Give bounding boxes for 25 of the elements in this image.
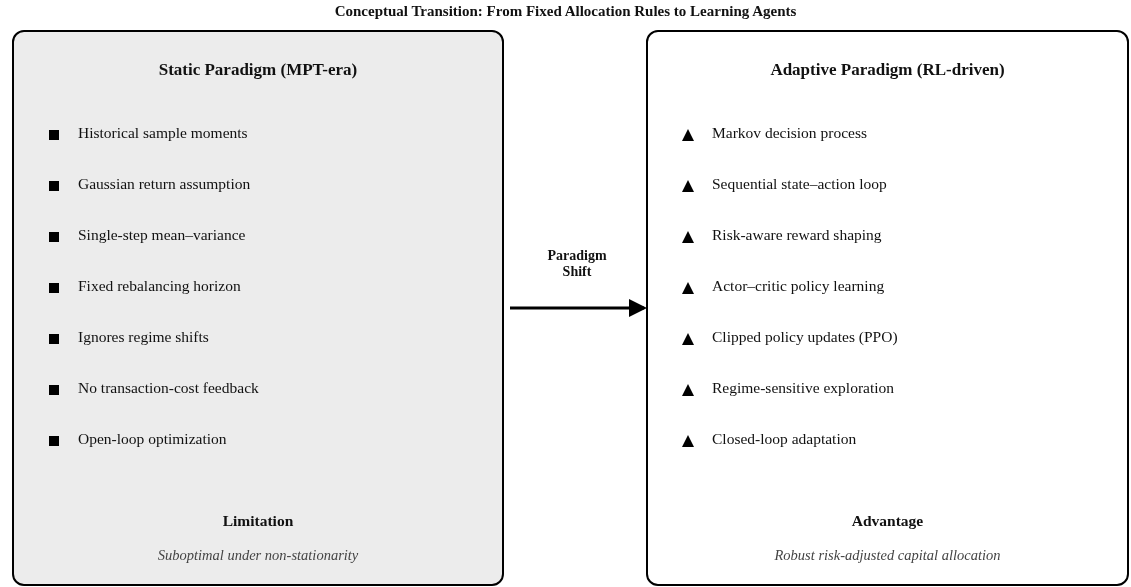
list-item: Fixed rebalancing horizon bbox=[78, 277, 241, 295]
panel-box bbox=[646, 30, 1129, 586]
list-item: Single-step mean–variance bbox=[78, 226, 246, 244]
list-item: Historical sample moments bbox=[78, 124, 248, 142]
list-item: Ignores regime shifts bbox=[78, 328, 209, 346]
list-item: Closed-loop adaptation bbox=[712, 430, 857, 448]
list-item: Risk-aware reward shaping bbox=[712, 226, 882, 244]
footer-heading: Limitation bbox=[221, 512, 295, 530]
list-item: Regime-sensitive exploration bbox=[712, 379, 895, 397]
list-item: Sequential state–action loop bbox=[712, 175, 887, 193]
list-item: Clipped policy updates (PPO) bbox=[712, 328, 898, 346]
list-item: Actor–critic policy learning bbox=[712, 277, 885, 295]
footer-heading: Advantage bbox=[850, 512, 925, 530]
panel-heading: Static Paradigm (MPT-era) bbox=[157, 60, 359, 80]
footer-note: Robust risk-adjusted capital allocation bbox=[773, 547, 1002, 564]
list-item: Gaussian return assumption bbox=[78, 175, 251, 193]
list-item: No transaction-cost feedback bbox=[78, 379, 259, 397]
list-item: Open-loop optimization bbox=[78, 430, 227, 448]
arrow bbox=[510, 299, 647, 317]
diagram-title: Conceptual Transition: From Fixed Allocation Rules to Learning Agents bbox=[333, 3, 798, 20]
panel-box bbox=[12, 30, 504, 586]
list-item: Markov decision process bbox=[712, 124, 867, 142]
panel-heading: Adaptive Paradigm (RL-driven) bbox=[769, 60, 1006, 80]
edge-label: Paradigm Shift bbox=[546, 248, 608, 280]
footer-note: Suboptimal under non-stationarity bbox=[156, 547, 360, 564]
